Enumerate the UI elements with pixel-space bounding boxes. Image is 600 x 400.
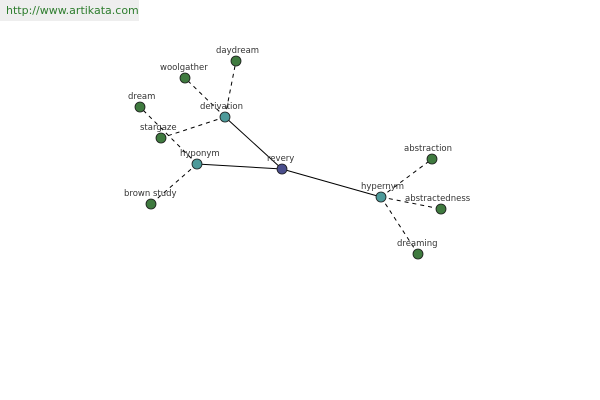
node-label-dreaming[interactable]: dreaming [397, 239, 438, 249]
node-label-woolgather[interactable]: woolgather [160, 63, 208, 73]
edge-revery-hyponym [196, 163, 283, 170]
edge-revery-derivation [224, 116, 283, 170]
node-dream[interactable] [134, 101, 146, 113]
node-daydream[interactable] [230, 55, 242, 67]
edge-derivation-woolgather [184, 77, 226, 118]
node-hyponym[interactable] [191, 158, 203, 170]
node-brown-study[interactable] [145, 198, 157, 210]
edge-hyponym-brown-study [150, 163, 198, 205]
edge-hypernym-abstractedness [380, 196, 442, 210]
node-label-daydream[interactable]: daydream [216, 46, 259, 56]
node-label-hyponym[interactable]: hyponym [180, 149, 220, 159]
edge-revery-hypernym [281, 168, 382, 198]
nodes-layer [134, 55, 447, 260]
node-revery[interactable] [276, 163, 288, 175]
node-abstractedness[interactable] [435, 203, 447, 215]
node-dreaming[interactable] [412, 248, 424, 260]
node-woolgather[interactable] [179, 72, 191, 84]
edge-derivation-daydream [224, 60, 237, 118]
edge-hypernym-dreaming [380, 196, 419, 255]
edge-derivation-stargaze [160, 116, 226, 139]
labels-layer: revery derivation hyponym hypernym daydream w… [124, 46, 471, 249]
node-label-abstractedness[interactable]: abstractedness [405, 194, 471, 204]
node-label-hypernym[interactable]: hypernym [361, 182, 404, 192]
watermark: http://www.artikata.com [0, 0, 139, 21]
node-label-dream[interactable]: dream [128, 92, 155, 102]
edge-hyponym-dream [139, 106, 198, 165]
node-label-revery[interactable]: revery [267, 154, 294, 164]
node-label-abstraction[interactable]: abstraction [404, 144, 452, 154]
node-derivation[interactable] [219, 111, 231, 123]
node-stargaze[interactable] [155, 132, 167, 144]
edge-hypernym-abstraction [380, 158, 433, 198]
node-label-derivation[interactable]: derivation [200, 102, 243, 112]
edges-layer [139, 60, 442, 255]
node-hypernym[interactable] [375, 191, 387, 203]
node-label-stargaze[interactable]: stargaze [140, 123, 177, 133]
node-label-brown-study[interactable]: brown study [124, 189, 177, 199]
node-abstraction[interactable] [426, 153, 438, 165]
